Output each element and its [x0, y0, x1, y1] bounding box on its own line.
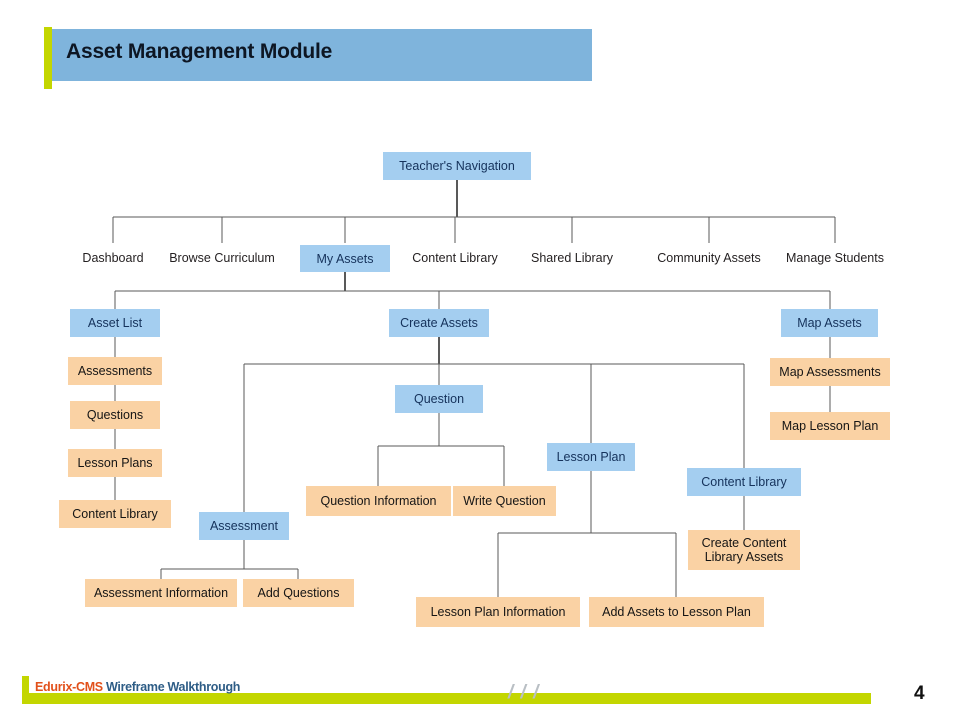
page-title: Asset Management Module — [66, 40, 333, 63]
node-add-questions[interactable]: Add Questions — [243, 579, 354, 607]
node-label: Map Assets — [797, 316, 862, 330]
node-create-content-library-assets[interactable]: Create Content Library Assets — [688, 530, 800, 570]
node-label: Lesson Plan Information — [430, 605, 566, 619]
node-label: Add Assets to Lesson Plan — [602, 605, 751, 619]
footer-accent-bar — [22, 676, 29, 704]
node-label: Question — [413, 392, 465, 406]
page-number: 4 — [914, 683, 925, 704]
node-lesson-plan[interactable]: Lesson Plan — [547, 443, 635, 471]
nav-item-manage-students[interactable]: Manage Students — [772, 243, 898, 272]
node-question-information[interactable]: Question Information — [306, 486, 451, 516]
node-label: Add Questions — [257, 586, 340, 600]
node-label: Teacher's Navigation — [399, 159, 515, 173]
node-lesson-plan-information[interactable]: Lesson Plan Information — [416, 597, 580, 627]
nav-item-community-assets[interactable]: Community Assets — [643, 243, 775, 272]
node-label: Question Information — [320, 494, 437, 508]
node-map-assessments[interactable]: Map Assessments — [770, 358, 890, 386]
node-label: Manage Students — [786, 250, 884, 265]
node-create-assets[interactable]: Create Assets — [389, 309, 489, 337]
nav-item-shared-library[interactable]: Shared Library — [518, 243, 626, 272]
node-label: Community Assets — [657, 250, 761, 265]
node-label: Shared Library — [531, 250, 613, 265]
title-bar — [52, 29, 592, 81]
node-label: Assessments — [77, 364, 153, 378]
nav-item-browse-curriculum[interactable]: Browse Curriculum — [156, 243, 288, 272]
node-map-lesson-plan[interactable]: Map Lesson Plan — [770, 412, 890, 440]
footer-brand-secondary: Wireframe Walkthrough — [106, 680, 241, 694]
node-label: Lesson Plan — [556, 450, 626, 464]
nav-item-my-assets[interactable]: My Assets — [300, 245, 390, 272]
nav-item-dashboard[interactable]: Dashboard — [63, 243, 163, 272]
node-questions[interactable]: Questions — [70, 401, 160, 429]
node-label: Write Question — [463, 494, 546, 508]
footer-brand-primary: Edurix-CMS — [35, 680, 103, 694]
node-assessments[interactable]: Assessments — [68, 357, 162, 385]
node-label: Create Assets — [400, 316, 478, 330]
node-label: Assessment Information — [93, 586, 229, 600]
node-label: Map Assessments — [779, 365, 881, 379]
node-add-assets-to-lesson-plan[interactable]: Add Assets to Lesson Plan — [589, 597, 764, 627]
title-accent-bar — [44, 27, 52, 89]
nav-item-content-library[interactable]: Content Library — [400, 243, 510, 272]
node-label: Assessment — [209, 519, 279, 533]
node-label: My Assets — [316, 251, 374, 266]
node-label: Dashboard — [82, 250, 144, 265]
node-map-assets[interactable]: Map Assets — [781, 309, 878, 337]
node-label: Content Library — [72, 507, 158, 521]
node-label: Lesson Plans — [77, 456, 153, 470]
node-question[interactable]: Question — [395, 385, 483, 413]
node-assessment-information[interactable]: Assessment Information — [85, 579, 237, 607]
node-teachers-navigation[interactable]: Teacher's Navigation — [383, 152, 531, 180]
footer-slashes-decoration: / / / — [508, 682, 540, 703]
footer-rule — [29, 693, 871, 704]
node-label: Asset List — [87, 316, 143, 330]
node-label-line-2: Library Assets — [704, 550, 784, 564]
node-asset-list[interactable]: Asset List — [70, 309, 160, 337]
node-label-line-1: Create Content — [701, 536, 787, 550]
node-label: Content Library — [701, 475, 787, 489]
node-assessment[interactable]: Assessment — [199, 512, 289, 540]
node-content-library-create[interactable]: Content Library — [687, 468, 801, 496]
node-label: Questions — [86, 408, 144, 422]
node-content-library-assetlist[interactable]: Content Library — [59, 500, 171, 528]
node-write-question[interactable]: Write Question — [453, 486, 556, 516]
node-label: Browse Curriculum — [169, 250, 275, 265]
node-label: Map Lesson Plan — [781, 419, 879, 433]
footer-brand: Edurix-CMS Wireframe Walkthrough — [35, 680, 240, 694]
node-label: Content Library — [412, 250, 498, 265]
node-lesson-plans[interactable]: Lesson Plans — [68, 449, 162, 477]
